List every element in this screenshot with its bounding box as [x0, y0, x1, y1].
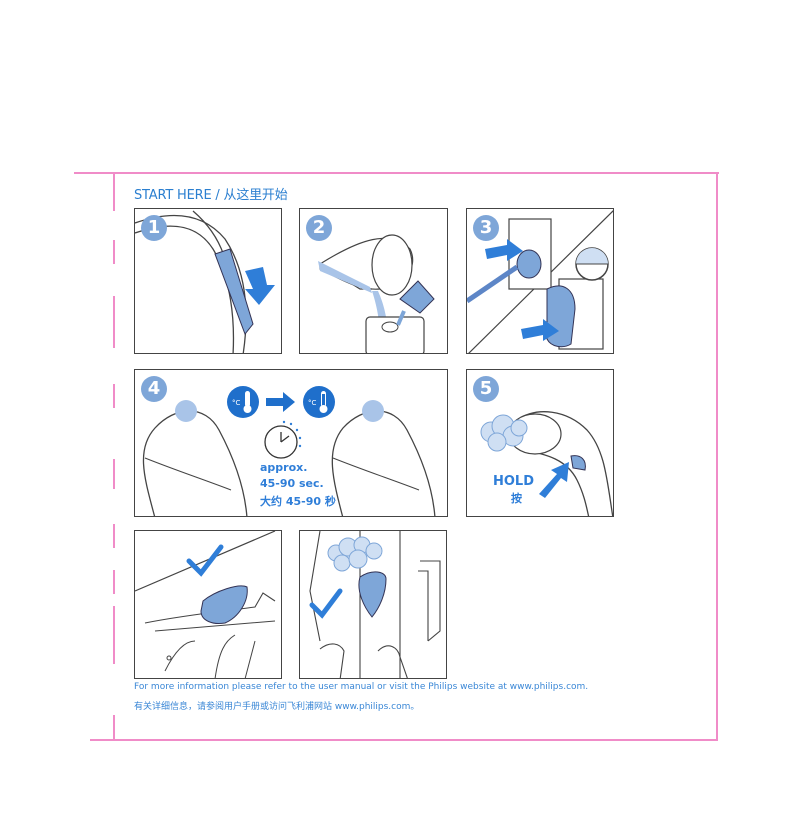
fold-dash: [113, 240, 115, 264]
thermometer-hot-icon: °C: [303, 386, 335, 418]
svg-text:°C: °C: [308, 399, 317, 407]
step-number-badge: 1: [141, 215, 167, 241]
trim-line-right: [716, 172, 718, 741]
approx-label: approx.: [260, 461, 308, 474]
checkmark-icon: [309, 588, 343, 619]
hold-label: HOLD: [493, 474, 535, 489]
step-number-badge: 4: [141, 376, 167, 402]
page-title: START HERE / 从这里开始: [134, 188, 288, 203]
step-2-panel: 2: [299, 208, 448, 354]
fold-dash: [113, 570, 115, 594]
svg-text:°C: °C: [232, 399, 241, 407]
step-6-panel: [134, 530, 282, 679]
step-5-panel: 5 HOLD 按: [466, 369, 614, 517]
hold-trigger-illustration: [480, 411, 613, 516]
step-number-badge: 2: [306, 215, 332, 241]
step-number-badge: 5: [473, 376, 499, 402]
steamer-handle-illustration: [135, 210, 275, 353]
fold-dash: [113, 173, 115, 211]
step-number-badge: 3: [473, 215, 499, 241]
arrow-right-icon: [266, 392, 295, 412]
fold-dash: [113, 296, 115, 348]
plug-in-illustration: [467, 210, 613, 353]
checkmark-icon: [186, 544, 224, 577]
trim-line-bottom: [90, 739, 718, 741]
step-4-panel: °C °C 4 approx. 45-90 sec. 大约 45-90 秒: [134, 369, 448, 517]
fold-dash: [113, 606, 115, 664]
clock-icon: [264, 420, 302, 459]
duration-label-chinese: 大约 45-90 秒: [260, 495, 336, 508]
footer-english: For more information please refer to the…: [134, 682, 589, 692]
fold-dash: [113, 715, 115, 741]
fold-dash: [113, 384, 115, 408]
trim-line-top: [74, 172, 719, 174]
heat-up-illustration: °C °C: [142, 386, 436, 516]
fold-dash: [113, 459, 115, 489]
duration-label: 45-90 sec.: [260, 477, 324, 490]
step-3-panel: 3: [466, 208, 614, 354]
step-7-panel: [299, 530, 447, 679]
footer-chinese: 有关详细信息，请参阅用户手册或访问飞利浦网站 www.philips.com。: [134, 702, 420, 712]
steam-horizontal-garment-illustration: [135, 531, 276, 678]
thermometer-cold-icon: °C: [227, 386, 259, 418]
steam-hanging-garment-illustration: [309, 531, 441, 678]
step-1-panel: 1: [134, 208, 282, 354]
pour-water-illustration: [318, 234, 435, 353]
hold-label-chinese: 按: [511, 492, 522, 505]
fold-dash: [113, 524, 115, 548]
